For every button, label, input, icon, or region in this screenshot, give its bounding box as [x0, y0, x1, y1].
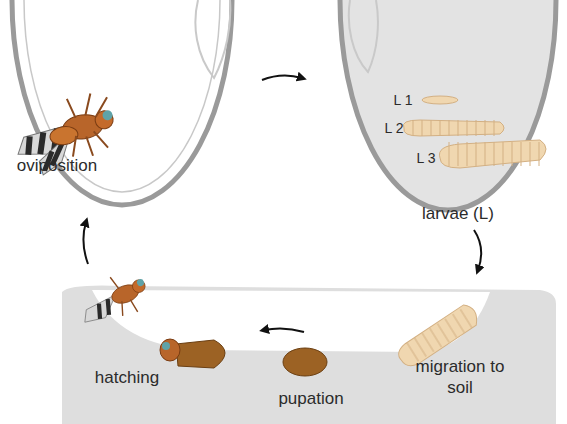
- larvae: [403, 96, 546, 168]
- stage-label: hatching: [95, 367, 159, 388]
- pupa: [283, 348, 327, 376]
- stage-label: L 3: [417, 150, 436, 166]
- fruit-flesh: [340, 0, 556, 210]
- stage-label: L 2: [385, 120, 404, 136]
- cycle-arrows: [83, 75, 481, 332]
- hatching-pupa: [160, 339, 225, 368]
- fly: [11, 91, 119, 178]
- fruit-skin: [12, 0, 232, 205]
- stage-label: L 1: [394, 92, 413, 108]
- stage-label: oviposition: [17, 155, 97, 176]
- stage-label: pupation: [278, 388, 343, 409]
- leaf: [349, 0, 378, 72]
- stage-label: migration to soil: [408, 356, 512, 398]
- fruit-skin: [340, 0, 556, 210]
- soil: [62, 286, 556, 424]
- hatched-fly: [73, 267, 152, 330]
- stage-label: larvae (L): [422, 203, 494, 224]
- leaf: [195, 0, 230, 78]
